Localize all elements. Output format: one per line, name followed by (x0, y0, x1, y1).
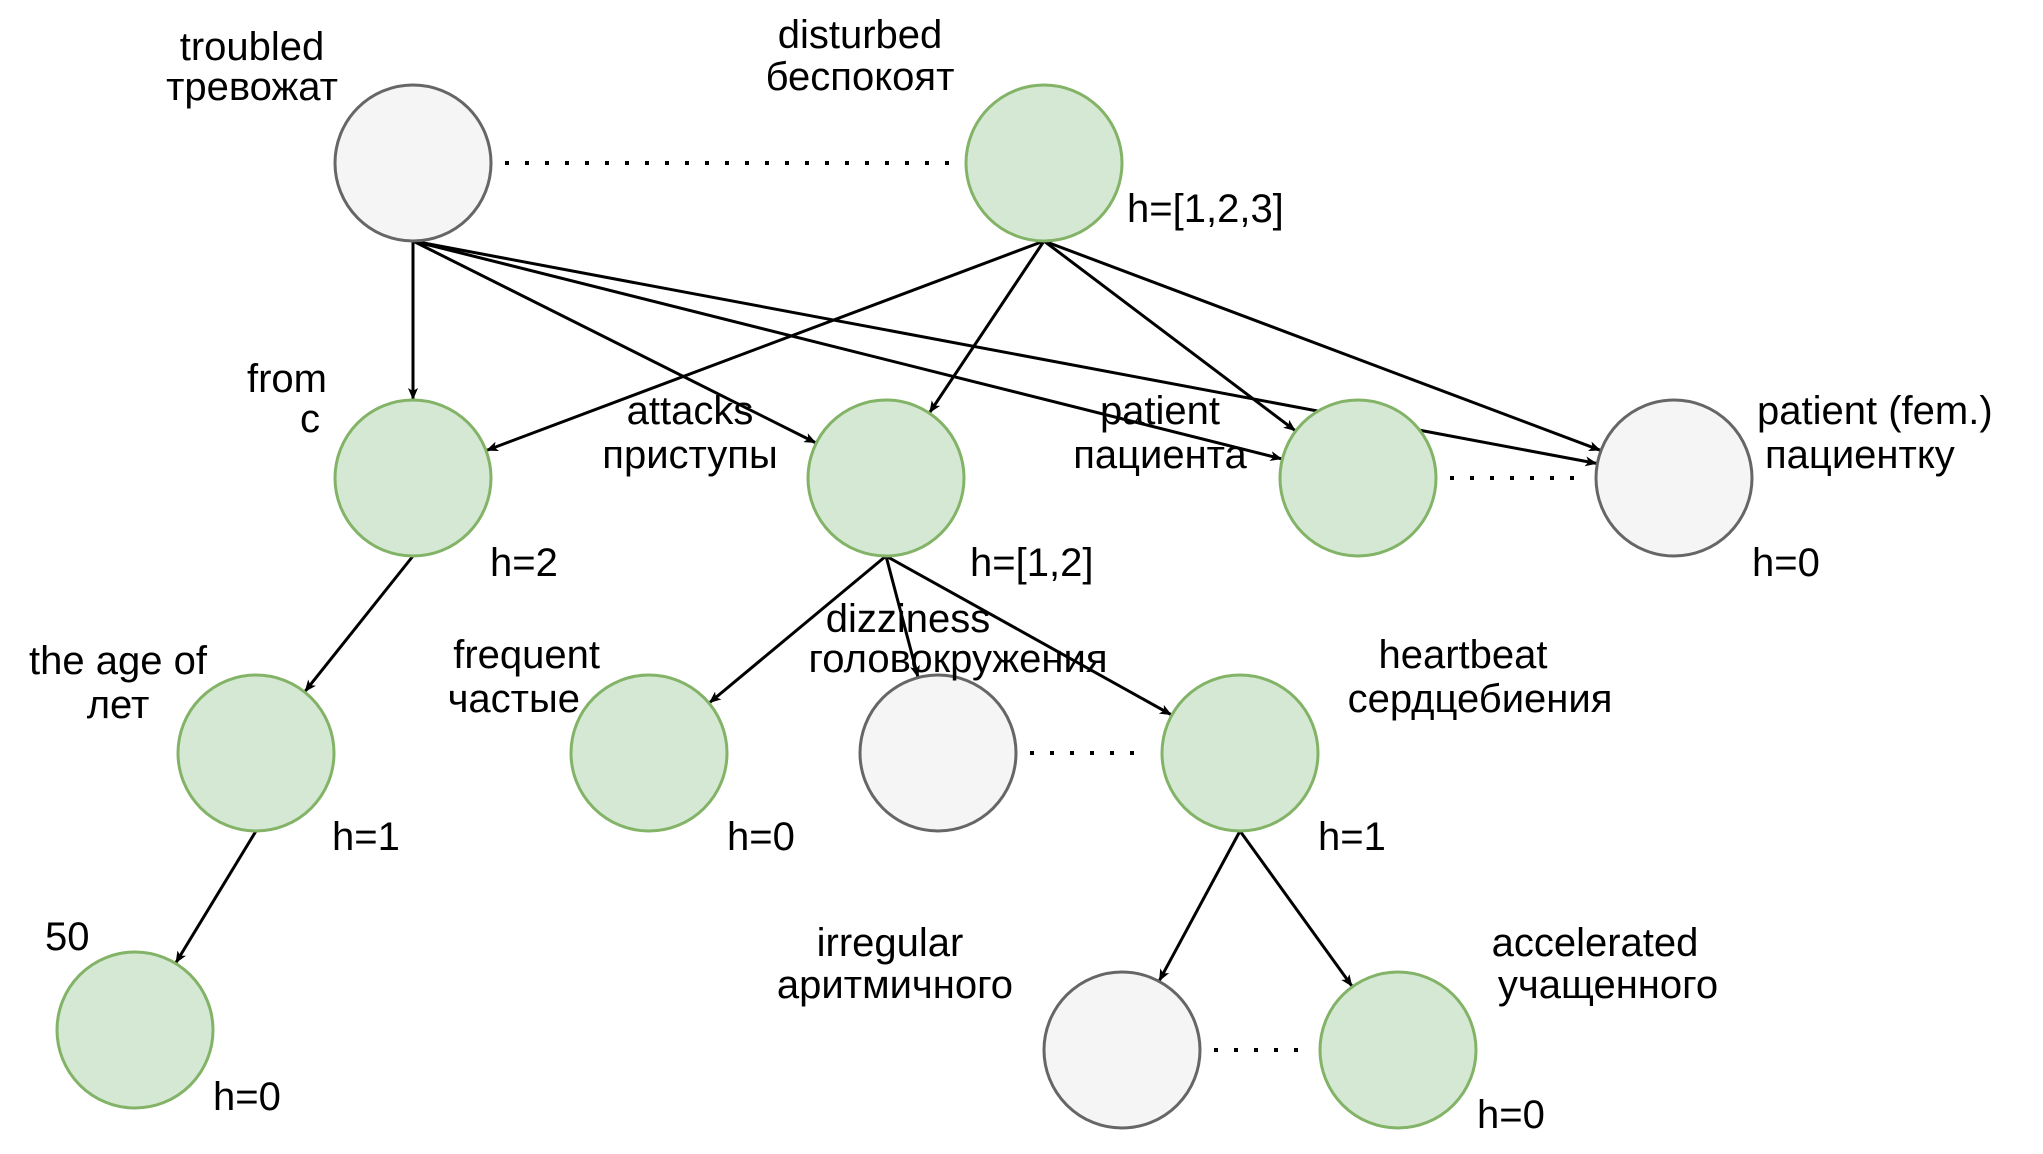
node-label-en-irregular: irregular (817, 921, 964, 965)
node-label-en-patient: patient (1100, 389, 1220, 433)
node-attacks: attacks приступы h=[1,2] (602, 389, 1093, 585)
node-patient-fem: patient (fem.) пациентку h=0 (1594, 389, 1993, 585)
node-h-attacks: h=[1,2] (970, 541, 1093, 585)
edge-age_of-to-fifty (174, 830, 258, 964)
node-circle-fifty (55, 950, 215, 1110)
node-label-ru-irregular: аритмичного (777, 963, 1013, 1007)
node-label-en-frequent: frequent (453, 633, 600, 677)
node-age-of: the age of лет h=1 (29, 639, 400, 859)
node-accelerated: accelerated учащенного h=0 (1318, 921, 1718, 1137)
node-h-frequent: h=0 (727, 815, 795, 859)
node-label-ru-frequent: частые (448, 677, 580, 721)
node-h-disturbed: h=[1,2,3] (1127, 187, 1284, 231)
node-label-ru-attacks: приступы (602, 433, 777, 477)
edge-disturbed-to-attacks (928, 240, 1046, 414)
node-circle-irregular (1042, 970, 1202, 1130)
edge-attacks-to-heartbeat (885, 554, 1172, 716)
node-label-en-dizziness: dizziness (826, 597, 991, 641)
node-h-heartbeat: h=1 (1318, 815, 1386, 859)
node-h-accelerated: h=0 (1477, 1093, 1545, 1137)
node-label-en-patient-fem: patient (fem.) (1757, 389, 1993, 433)
edge-attacks-to-frequent (708, 554, 887, 704)
alignment-links (505, 161, 1582, 1052)
edge-troubled-to-patient (412, 239, 1283, 461)
node-label-en-accelerated: accelerated (1492, 921, 1699, 965)
node-heartbeat: heartbeat сердцебиения h=1 (1160, 633, 1613, 859)
node-frequent: frequent частые h=0 (448, 633, 795, 859)
node-dizziness: dizziness головокружения (808, 597, 1108, 833)
node-label-en-age-of: the age of (29, 639, 208, 683)
node-circle-dizziness (858, 673, 1018, 833)
node-label-en-attacks: attacks (627, 389, 754, 433)
node-h-patient-fem: h=0 (1752, 541, 1820, 585)
node-label-en-troubled: troubled (180, 25, 325, 69)
node-label-ru-patient: пациента (1073, 433, 1247, 477)
node-circle-accelerated (1318, 970, 1478, 1130)
node-label-ru-age-of: лет (87, 683, 150, 727)
node-label-ru-dizziness: головокружения (808, 637, 1107, 681)
edge-disturbed-to-patient_fem (1043, 239, 1601, 452)
node-circle-attacks (806, 398, 966, 558)
node-circle-troubled (333, 83, 493, 243)
edge-disturbed-to-from (486, 239, 1045, 452)
node-label-ru-from: с (300, 397, 320, 441)
node-fifty: 50 h=0 (45, 915, 281, 1119)
node-h-fifty: h=0 (213, 1075, 281, 1119)
node-disturbed: disturbed беспокоят h=[1,2,3] (766, 13, 1284, 243)
edge-attacks-to-dizziness (884, 555, 920, 678)
node-irregular: irregular аритмичного (777, 921, 1202, 1130)
node-circle-patient (1278, 398, 1438, 558)
node-label-ru-accelerated: учащенного (1498, 963, 1718, 1007)
node-circle-frequent (569, 673, 729, 833)
node-patient: patient пациента (1073, 389, 1438, 558)
node-circle-age-of (176, 673, 336, 833)
node-label-ru-heartbeat: сердцебиения (1348, 677, 1613, 721)
node-circle-heartbeat (1160, 673, 1320, 833)
edge-heartbeat-to-irregular (1158, 830, 1242, 982)
edge-troubled-to-attacks (412, 239, 817, 444)
node-label-en-fifty: 50 (45, 915, 90, 959)
node-h-age-of: h=1 (332, 815, 400, 859)
node-from: from с h=2 (247, 357, 558, 585)
edge-from-to-age_of (304, 555, 415, 693)
edge-heartbeat-to-accelerated (1238, 830, 1353, 987)
node-label-ru-disturbed: беспокоят (766, 55, 955, 99)
node-h-from: h=2 (490, 541, 558, 585)
node-label-ru-troubled: тревожат (166, 65, 338, 109)
node-circle-disturbed (964, 83, 1124, 243)
node-label-en-disturbed: disturbed (778, 13, 943, 57)
node-circle-patient-fem (1594, 398, 1754, 558)
node-circle-from (333, 398, 493, 558)
node-label-en-from: from (247, 357, 327, 401)
node-troubled: troubled тревожат (166, 25, 493, 243)
node-label-ru-patient-fem: пациентку (1765, 433, 1955, 477)
edge-disturbed-to-patient (1043, 239, 1296, 432)
node-label-en-heartbeat: heartbeat (1378, 633, 1547, 677)
